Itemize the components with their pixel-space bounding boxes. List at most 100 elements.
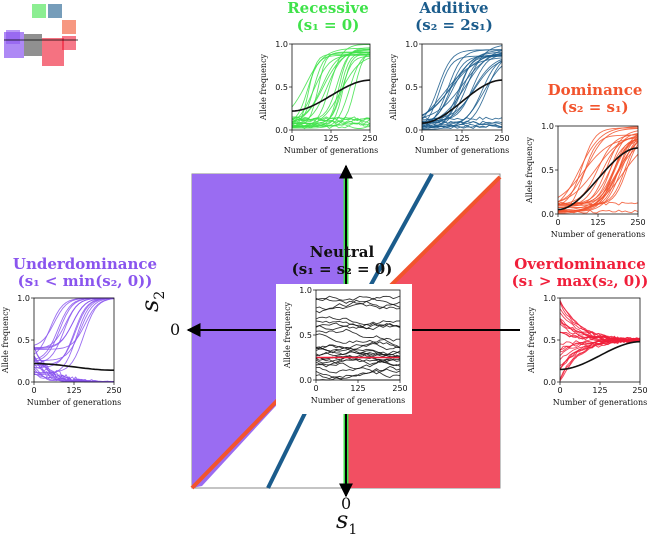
neutral-y-tick-label: 0.0 [299, 376, 312, 385]
recessive-y-axis-label: Allele frequency [259, 53, 268, 121]
additive-trajectory [421, 58, 503, 124]
neutral-trajectory [315, 297, 401, 310]
additive-y-tick-label: 0.5 [405, 83, 418, 92]
neutral-y-tick-label: 0.5 [299, 331, 312, 340]
underdominance-y-axis-label: Allele frequency [1, 306, 10, 374]
additive-x-tick-label: 250 [494, 134, 509, 143]
additive-x-axis-label: Number of generations [415, 146, 509, 155]
additive-trajectory [422, 61, 503, 127]
recessive-x-tick-label: 125 [323, 134, 338, 143]
recessive-trajectory [292, 47, 371, 121]
recessive-y-tick-label: 1.0 [275, 40, 288, 49]
neutral-title: Neutral (s₁ = s₂ = 0) [274, 244, 410, 277]
underdominance-y-tick-label: 1.0 [17, 294, 30, 303]
dominance-x-axis-label: Number of generations [551, 230, 645, 239]
additive-title-text: Additive [419, 0, 489, 17]
recessive-trajectory [291, 53, 370, 128]
neutral-trajectory [315, 358, 401, 364]
underdominance-x-axis-label: Number of generations [27, 398, 121, 407]
neutral-trajectory [315, 295, 401, 301]
neutral-y-tick-label: 1.0 [299, 286, 312, 295]
underdominance-x-tick-label: 125 [66, 386, 81, 395]
dominance-y-tick-label: 0.5 [541, 166, 554, 175]
dominance-trajectory [557, 128, 639, 202]
underdominance-y-tick-label: 0.0 [17, 378, 30, 387]
underdominance-title: Underdominance (s₁ < min(s₂, 0)) [0, 256, 170, 289]
overdominance-plot-bg [520, 292, 652, 416]
additive-trajectory [421, 52, 503, 118]
recessive-y-tick-label: 0.0 [275, 126, 288, 135]
neutral-title-text: Neutral [309, 243, 375, 261]
dominance-title: Dominance (s₂ = s₁) [530, 82, 660, 115]
dominance-mean-line [557, 147, 639, 211]
recessive-title-text: Recessive [287, 0, 369, 17]
neutral-trajectory [315, 337, 400, 353]
recessive-trajectory [291, 57, 371, 128]
thumbnail-icon [2, 2, 80, 72]
dominance-title-text: Dominance [547, 81, 643, 99]
dominance-trajectory [557, 135, 639, 212]
x-axis-symbol-letter: s [336, 506, 349, 534]
neutral-x-tick-label: 250 [392, 384, 407, 393]
recessive-plot-bg [252, 38, 382, 164]
additive-trajectory [421, 123, 503, 129]
underdominance-x-tick-label: 250 [106, 386, 121, 395]
additive-mean-line [421, 79, 503, 124]
underdominance-trajectory [34, 298, 115, 350]
overdominance-y-tick-label: 0.0 [543, 378, 556, 387]
underdominance-plot-bg [0, 292, 126, 416]
x-axis-symbol: s1 [336, 506, 357, 538]
overdominance-mean-line [559, 340, 641, 371]
additive-trajectory [421, 120, 503, 125]
recessive-y-tick-label: 0.5 [275, 83, 288, 92]
additive-trajectory [422, 59, 503, 126]
neutral-trajectory [315, 316, 401, 329]
recessive-trajectory [291, 54, 370, 121]
dominance-y-axis-label: Allele frequency [525, 136, 534, 204]
overdominance-trajectory [559, 312, 641, 341]
underdominance-subtitle: (s₁ < min(s₂, 0)) [17, 271, 153, 290]
overdominance-x-axis-label: Number of generations [553, 398, 647, 407]
underdominance-x-tick-label: 0 [31, 386, 36, 395]
dominance-trajectory [557, 137, 639, 198]
recessive-trajectory [291, 49, 371, 123]
recessive-x-tick-label: 0 [289, 134, 294, 143]
recessive-trajectory [291, 55, 371, 125]
overdominance-subtitle: (s₁ > max(s₂, 0)) [511, 271, 649, 290]
underdominance-trajectory [33, 298, 115, 374]
underdominance-y-tick-label: 0.5 [17, 336, 30, 345]
neutral-trajectory [315, 322, 401, 331]
recessive-subtitle: (s₁ = 0) [296, 15, 360, 34]
y-axis-symbol-sub: 2 [151, 290, 168, 300]
overdominance-y-tick-label: 0.5 [543, 336, 556, 345]
x-zero-label: 0 [341, 494, 352, 513]
x-axis-symbol-sub: 1 [348, 521, 358, 538]
dominance-trajectory [557, 134, 638, 213]
dominance-trajectory [557, 135, 639, 203]
recessive-trajectory [291, 43, 371, 129]
overdominance-title: Overdominance (s₁ > max(s₂, 0)) [500, 256, 660, 289]
neutral-trajectory [315, 297, 401, 310]
overdominance-x-tick-label: 0 [557, 386, 562, 395]
neutral-trajectory [315, 320, 401, 331]
additive-x-tick-label: 125 [454, 134, 469, 143]
overdominance-trajectory [559, 331, 641, 342]
additive-y-axis-label: Allele frequency [389, 53, 398, 121]
dominance-y-tick-label: 0.0 [541, 210, 554, 219]
dominance-trajectory [558, 138, 639, 213]
dominance-subtitle: (s₂ = s₁) [561, 97, 629, 116]
dominance-trajectory [557, 133, 639, 205]
neutral-trajectory [315, 333, 401, 348]
underdominance-mean-line [33, 362, 114, 371]
neutral-trajectory [315, 328, 401, 348]
overdominance-y-axis-label: Allele frequency [527, 306, 536, 374]
additive-y-tick-label: 1.0 [405, 40, 418, 49]
dominance-trajectory [557, 126, 639, 203]
underdominance-title-text: Underdominance [12, 255, 158, 273]
